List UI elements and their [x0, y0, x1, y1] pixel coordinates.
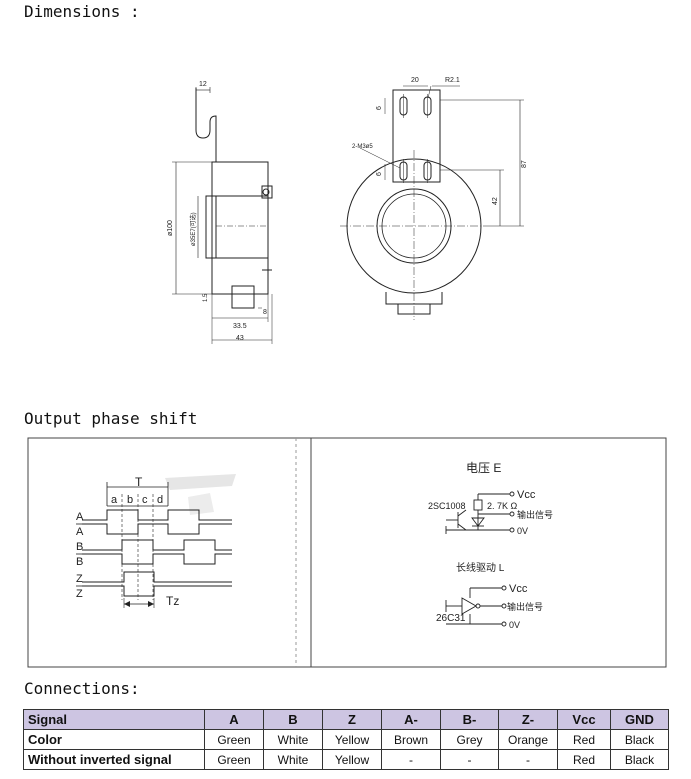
dim-label-20: 20	[411, 77, 419, 84]
phase-panel-frame	[27, 437, 667, 668]
phase-label-c: c	[142, 494, 148, 506]
table-cell: White	[263, 729, 323, 750]
voltage-output-title: 电压 E	[466, 461, 501, 475]
table-cell: White	[263, 749, 323, 770]
header-cell: A	[204, 709, 264, 730]
voltage-output-circuit	[445, 491, 515, 534]
waveform-z-bar	[82, 585, 232, 597]
ov-label-voltage: 0V	[517, 526, 528, 536]
header-cell: B	[263, 709, 323, 730]
timing-diagram	[76, 482, 232, 608]
table-cell: Orange	[498, 729, 558, 750]
table-cell: -	[440, 749, 499, 770]
signal-label-b-bar: B	[76, 556, 83, 568]
dim-label-r2-1: R2.1	[445, 77, 460, 84]
table-header-row: Signal A B Z A- B- Z- Vcc GND	[23, 709, 669, 730]
front-view-drawing	[340, 85, 524, 320]
table-cell: Green	[204, 729, 264, 750]
table-cell: -	[498, 749, 558, 770]
vcc-label-voltage: Vcc	[517, 489, 536, 501]
row-label-cell: Without inverted signal	[23, 749, 205, 770]
resistor-label: 2. 7K Ω	[487, 501, 518, 511]
signal-label-a: A	[76, 511, 84, 523]
waveform-b	[82, 539, 232, 551]
table-cell: Green	[204, 749, 264, 770]
mounting-bracket	[392, 89, 441, 183]
dim-label-dia100: ø100	[167, 220, 174, 236]
header-cell: Z	[322, 709, 382, 730]
period-label-t: T	[135, 475, 143, 489]
output-phase-shift-heading: Output phase shift	[24, 409, 198, 428]
phase-label-d: d	[157, 494, 163, 506]
dim-label-12: 12	[199, 81, 207, 88]
table-row: Color Green White Yellow Brown Grey Oran…	[23, 729, 669, 750]
ov-label-line: 0V	[509, 620, 520, 630]
side-view-drawing	[172, 87, 273, 344]
table-cell: Red	[557, 749, 611, 770]
table-cell: Yellow	[322, 749, 382, 770]
signal-label-b: B	[76, 541, 83, 553]
table-cell: Red	[557, 729, 611, 750]
header-cell: Z-	[498, 709, 558, 730]
dim-label-dia35: ø35E7(可选)	[189, 212, 197, 246]
line-driver-title: 长线驱动 L	[456, 561, 505, 574]
header-cell: B-	[440, 709, 499, 730]
table-cell: Black	[610, 749, 669, 770]
table-cell: Black	[610, 729, 669, 750]
mounting-spring-clip	[195, 88, 217, 162]
waveform-a	[82, 509, 232, 521]
row-label-cell: Color	[23, 729, 205, 750]
dim-label-43: 43	[236, 335, 244, 342]
table-cell: Brown	[381, 729, 441, 750]
connections-table: Signal A B Z A- B- Z- Vcc GND Color Gree…	[23, 709, 669, 770]
table-cell: -	[381, 749, 441, 770]
tz-label: Tz	[166, 594, 179, 608]
table-cell: Grey	[440, 729, 499, 750]
output-signal-label-voltage: 输出信号	[517, 509, 553, 520]
header-cell: GND	[610, 709, 669, 730]
header-cell: Signal	[23, 709, 205, 730]
waveform-a-bar	[82, 523, 232, 535]
waveform-z	[82, 571, 232, 583]
table-row: Without inverted signal Green White Yell…	[23, 749, 669, 770]
header-cell: A-	[381, 709, 441, 730]
dim-label-87: 87	[521, 160, 528, 168]
chip-label: 26C31	[436, 613, 466, 624]
dim-label-6-top: 6	[376, 106, 383, 110]
phase-label-a: a	[111, 494, 118, 506]
transistor-label: 2SC1008	[428, 501, 466, 511]
cable-connector-side	[231, 285, 255, 309]
dim-label-screw: 2-M3ø5	[352, 144, 373, 150]
dim-label-1-5: 1.5	[203, 293, 209, 302]
vcc-label-line: Vcc	[509, 583, 528, 595]
output-signal-label-line: 输出信号	[507, 601, 543, 612]
dim-label-8: 8	[263, 309, 267, 316]
dimensions-heading: Dimensions :	[24, 2, 140, 21]
dim-label-33-5: 33.5	[233, 323, 247, 330]
dim-label-6-bottom: 6	[376, 172, 383, 176]
signal-label-a-bar: A	[76, 526, 84, 538]
signal-label-z-bar: Z	[76, 588, 83, 600]
header-cell: Vcc	[557, 709, 611, 730]
line-driver-circuit	[445, 585, 507, 627]
encoder-housing-side	[211, 161, 269, 295]
connections-heading: Connections:	[24, 679, 140, 698]
phase-label-b: b	[127, 494, 133, 506]
signal-label-z: Z	[76, 573, 83, 585]
dim-label-42: 42	[492, 197, 499, 205]
waveform-b-bar	[82, 553, 232, 565]
table-cell: Yellow	[322, 729, 382, 750]
